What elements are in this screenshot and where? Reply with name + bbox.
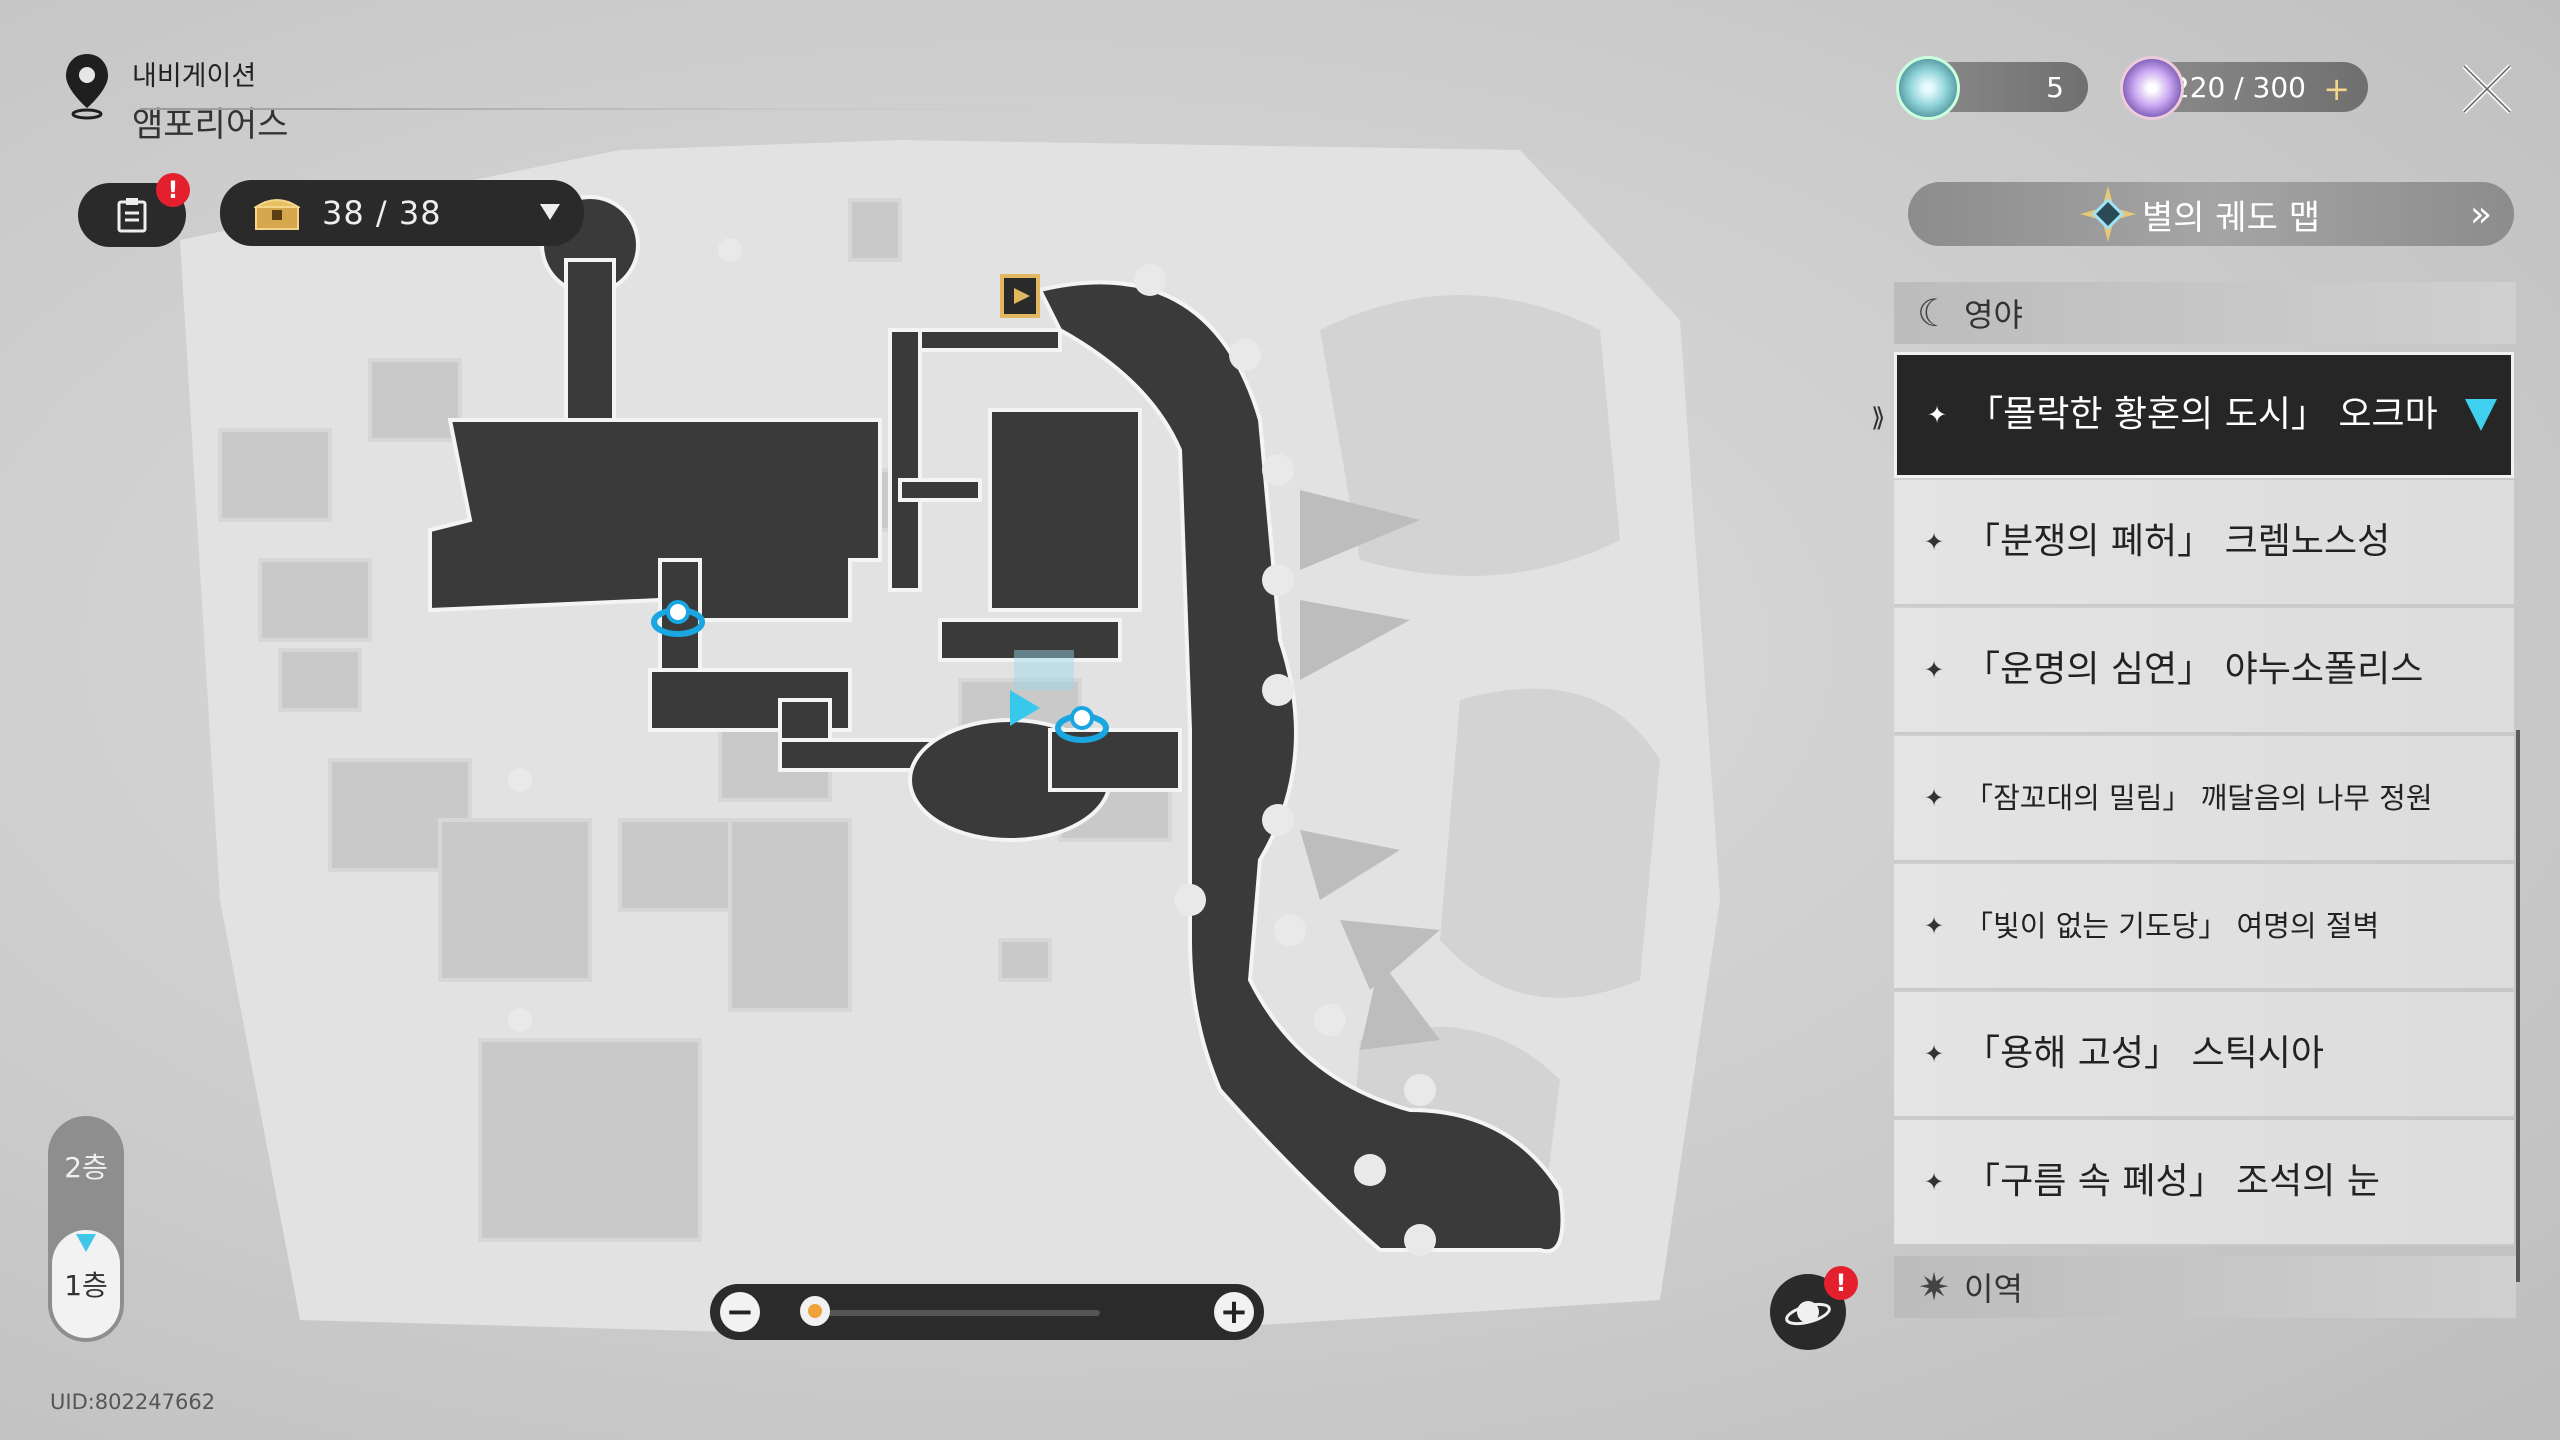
map-pin-icon (66, 54, 108, 120)
selected-marker-icon: ⟫ (1871, 403, 1886, 433)
floor-selector: 2층 1층 (48, 1116, 124, 1342)
trailblaze-power[interactable]: 220 / 300 + (2120, 56, 2368, 120)
region-label: 「운명의 심연」 야누소폴리스 (1964, 649, 2424, 691)
category-label: 영야 (1964, 296, 2023, 334)
map-nodes (508, 238, 1436, 1256)
location-title: 앰포리어스 (132, 105, 289, 145)
region-item-styxia[interactable]: ✦ 「용해 고성」 스틱시아 (1894, 992, 2514, 1118)
trailblaze-power-amount: 220 / 300 (2171, 70, 2306, 104)
map-triangles (1300, 490, 1440, 1050)
region-label: 「잠꼬대의 밀림」 깨달음의 나무 정원 (1964, 780, 2433, 815)
fuel-amount: 5 (2046, 70, 2064, 104)
region-label: 「몰락한 황혼의 도시」 오크마 (1967, 394, 2438, 436)
planet-orbit-icon (1785, 1301, 1831, 1326)
region-list-panel: ☾ 영야 ⟫ ✦ 「몰락한 황혼의 도시」 오크마 ✦ 「분쟁의 폐허」 크렘노… (1871, 282, 2516, 1360)
treasure-chest-icon (254, 199, 300, 230)
zoom-in-button[interactable]: + (1214, 1292, 1254, 1332)
region-label: 「용해 고성」 스틱시아 (1964, 1033, 2324, 1075)
star-rail-icon (2080, 186, 2136, 242)
navigation-header: 내비게이션 앰포리어스 (60, 50, 288, 146)
navigation-label: 내비게이션 (132, 61, 257, 92)
chevron-right-icon: » (2469, 194, 2492, 235)
location-pin-icon (2465, 399, 2497, 431)
chevron-down-icon (540, 204, 560, 220)
moon-icon: ☾ (1916, 291, 1952, 335)
region-item-eye-of-twilight[interactable]: ✦ 「구름 속 폐성」 조석의 눈 (1894, 1120, 2514, 1246)
zoom-control: − + (710, 1284, 1264, 1340)
teleport-waypoint-icon[interactable] (1055, 706, 1109, 743)
star-rail-map-label: 별의 궤도 맵 (2141, 197, 2320, 238)
sparkle-icon: ✦ (1924, 912, 1945, 940)
zoom-out-button[interactable]: − (720, 1292, 760, 1332)
orbit-alert-badge: ! (1824, 1266, 1858, 1300)
quest-log-button[interactable]: ! (78, 173, 190, 247)
region-item-castrum-kremnos[interactable]: ✦ 「분쟁의 폐허」 크렘노스성 (1894, 480, 2514, 606)
region-label: 「구름 속 폐성」 조석의 눈 (1964, 1161, 2380, 1203)
fuel-icon (1896, 56, 1960, 120)
sparkle-icon: ✦ (1924, 656, 1945, 684)
user-id: UID:802247662 (50, 1390, 216, 1414)
zoom-slider-handle[interactable] (800, 1296, 830, 1326)
category-label: 이역 (1964, 1270, 2023, 1308)
star-rail-map-button[interactable]: 별의 궤도 맵 » (1908, 182, 2514, 246)
sparkle-icon: ✦ (1927, 401, 1948, 429)
sparkle-icon: ✦ (1924, 1168, 1945, 1196)
category-header-iyeok[interactable]: ✷ 이역 (1894, 1256, 2516, 1318)
category-header-yeongya[interactable]: ☾ 영야 (1894, 282, 2516, 344)
map-buildings (218, 198, 1172, 1242)
player-arrow-icon (1010, 690, 1040, 726)
treasure-chest-dropdown[interactable]: 38 / 38 (220, 180, 584, 246)
quest-clipboard-icon (117, 198, 147, 233)
fuel-currency[interactable]: 5 (1896, 56, 2088, 120)
location-pin-icon (76, 1234, 96, 1252)
chest-count: 38 / 38 (322, 194, 442, 232)
region-label: 「빛이 없는 기도당」 여명의 절벽 (1964, 908, 2380, 943)
sparkle-icon: ✦ (1924, 1040, 1945, 1068)
exit-door-icon[interactable] (1000, 274, 1040, 318)
close-icon[interactable] (2456, 58, 2518, 120)
sparkle-icon: ✦ (1924, 784, 1945, 812)
map-walkable-area (428, 195, 1565, 1254)
floor-2-button[interactable]: 2층 (64, 1151, 108, 1184)
region-item-grove-of-epiphany[interactable]: ✦ 「잠꼬대의 밀림」 깨달음의 나무 정원 (1894, 736, 2514, 862)
region-item-cliff-of-dawn[interactable]: ✦ 「빛이 없는 기도당」 여명의 절벽 (1894, 864, 2514, 990)
planet-orbit-button[interactable]: ! (1770, 1266, 1858, 1350)
zoom-slider-track[interactable] (800, 1310, 1100, 1316)
teleport-waypoint-icon[interactable] (651, 600, 705, 637)
trailblaze-power-icon (2120, 56, 2184, 120)
header-divider (140, 108, 1060, 110)
region-item-okhema[interactable]: ⟫ ✦ 「몰락한 황혼의 도시」 오크마 (1871, 352, 2514, 478)
region-item-janusopolis[interactable]: ✦ 「운명의 심연」 야누소폴리스 (1894, 608, 2514, 734)
sparkle-icon: ✦ (1924, 528, 1945, 556)
sparkle-icon: ✷ (1918, 1265, 1950, 1309)
panel-scrollbar[interactable] (2516, 730, 2520, 1282)
quest-alert-badge: ! (156, 173, 190, 207)
region-label: 「분쟁의 폐허」 크렘노스성 (1964, 521, 2391, 563)
add-power-button[interactable]: + (2323, 70, 2350, 108)
